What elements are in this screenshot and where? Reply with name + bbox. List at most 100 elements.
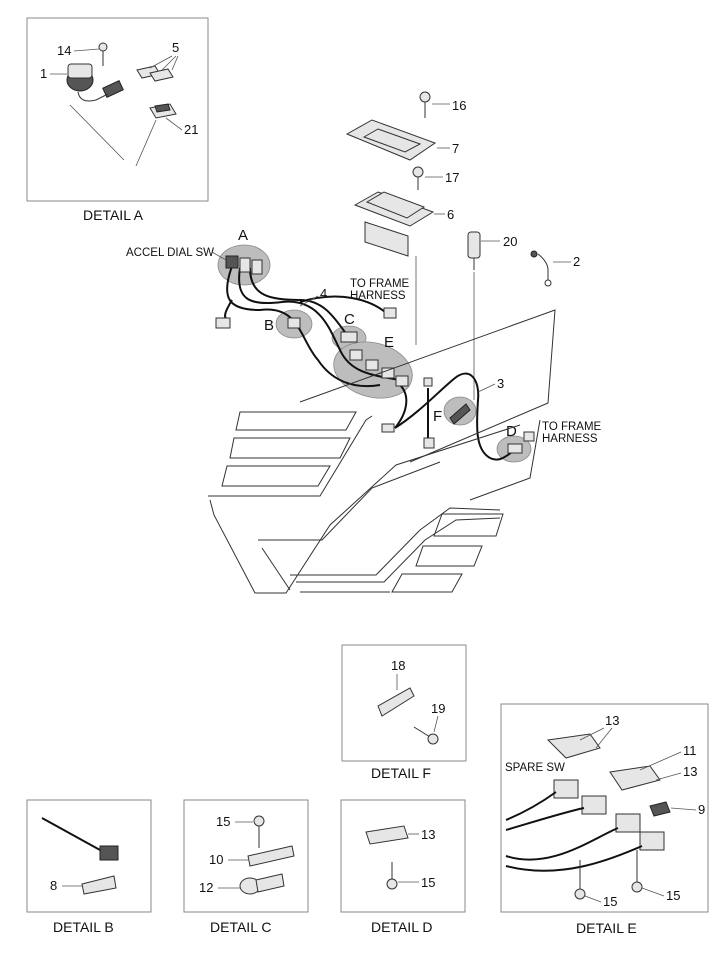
connector-branch-end bbox=[423, 437, 435, 449]
housing-6-side bbox=[364, 221, 409, 257]
console-stripe bbox=[391, 573, 463, 593]
bracket-8 bbox=[81, 875, 117, 895]
spare-switch bbox=[553, 779, 579, 799]
leader-a bbox=[135, 119, 157, 167]
connector-e bbox=[395, 375, 409, 387]
callout-21: 21 bbox=[184, 122, 198, 137]
callout-19: 19 bbox=[431, 701, 445, 716]
callout-12: 12 bbox=[199, 880, 213, 895]
callout-17: 17 bbox=[445, 170, 459, 185]
detail-f-frame bbox=[341, 644, 467, 762]
connector-a bbox=[225, 255, 239, 269]
detail-b: 8 DETAIL B bbox=[26, 799, 152, 935]
callout-line bbox=[161, 55, 177, 71]
callout-2: 2 bbox=[573, 254, 580, 269]
callout-14: 14 bbox=[57, 43, 71, 58]
callout-10: 10 bbox=[209, 852, 223, 867]
harness-wire bbox=[238, 267, 401, 381]
plate-7 bbox=[345, 119, 437, 161]
to-frame-harness-label: TO FRAME bbox=[350, 278, 410, 290]
callout-line bbox=[477, 383, 496, 393]
wire-e bbox=[505, 807, 585, 831]
callout-line bbox=[433, 715, 439, 733]
detail-c: 15 10 12 DETAIL C bbox=[183, 799, 309, 935]
detail-b-title: DETAIL B bbox=[53, 919, 114, 935]
spare-sw-label: SPARE SW bbox=[505, 762, 565, 774]
wire-b bbox=[41, 817, 101, 851]
clip-f bbox=[449, 403, 471, 425]
callout-line bbox=[595, 727, 613, 749]
callout-6: 6 bbox=[447, 207, 454, 222]
ground-ring bbox=[544, 279, 552, 287]
connector-e bbox=[349, 349, 363, 361]
callout-11: 11 bbox=[683, 743, 697, 758]
callout-1: 1 bbox=[40, 66, 47, 81]
callout-line bbox=[639, 751, 682, 771]
connector-branch bbox=[423, 377, 433, 387]
connector-frame-2 bbox=[523, 431, 535, 442]
console-contour bbox=[258, 461, 441, 541]
ground-wire-2 bbox=[537, 253, 549, 280]
bolt-15-e-head bbox=[631, 881, 643, 893]
wire-e bbox=[505, 791, 557, 821]
marker-c: C bbox=[344, 311, 355, 328]
to-frame-harness-label-2: TO FRAME bbox=[542, 421, 602, 433]
harness-wire bbox=[394, 372, 513, 461]
console-contour bbox=[296, 517, 501, 583]
callout-20: 20 bbox=[503, 234, 517, 249]
console-top-panel bbox=[299, 309, 556, 463]
label-leader bbox=[211, 251, 227, 261]
clamp-d bbox=[507, 443, 523, 454]
harness-wire bbox=[249, 267, 353, 341]
callout-13-e: 13 bbox=[605, 713, 619, 728]
callout-line bbox=[670, 807, 697, 811]
detail-c-title: DETAIL C bbox=[210, 919, 271, 935]
connector-end bbox=[381, 423, 395, 433]
callout-13: 13 bbox=[421, 827, 435, 842]
leader-a bbox=[69, 104, 125, 161]
plate-7-opening bbox=[362, 128, 422, 153]
accel-dial-sw-label: ACCEL DIAL SW bbox=[126, 247, 214, 259]
marker-a: A bbox=[238, 227, 248, 244]
switch-21-top bbox=[154, 103, 171, 113]
callout-15-e1: 15 bbox=[603, 894, 617, 909]
bolt-15-head bbox=[253, 815, 265, 827]
to-frame-harness-label: HARNESS bbox=[350, 290, 406, 302]
wire-a bbox=[77, 91, 109, 102]
callout-18: 18 bbox=[391, 658, 405, 673]
bolt-15-e-head bbox=[574, 888, 586, 900]
clamp-12-tab bbox=[255, 873, 285, 893]
bolt-17-head bbox=[412, 166, 424, 178]
spare-switch bbox=[615, 813, 641, 833]
wire-e bbox=[505, 827, 619, 861]
bracket-13 bbox=[365, 825, 409, 845]
bracket-13 bbox=[546, 733, 601, 759]
connector-e bbox=[381, 367, 395, 379]
bracket-11 bbox=[609, 765, 661, 791]
detail-e: SPARE SW 13 11 13 9 15 15 DETAIL E bbox=[500, 703, 709, 936]
callout-9: 9 bbox=[698, 802, 705, 817]
harness-wire bbox=[224, 299, 233, 321]
callout-16: 16 bbox=[452, 98, 466, 113]
connector-frame bbox=[383, 307, 397, 319]
label-plate bbox=[149, 68, 174, 82]
callout-line bbox=[641, 887, 665, 897]
callout-4: 4 bbox=[320, 286, 327, 301]
bolt-16-head bbox=[419, 91, 431, 103]
console-contour bbox=[290, 507, 501, 576]
marker-f: F bbox=[433, 408, 442, 425]
housing-6-opening bbox=[365, 191, 426, 219]
console-stripe bbox=[229, 437, 351, 459]
bolt-14-head bbox=[98, 42, 108, 52]
detail-f-title: DETAIL F bbox=[371, 765, 431, 781]
console-contour bbox=[208, 415, 373, 497]
detail-e-title: DETAIL E bbox=[576, 920, 637, 936]
bolt-15-d-head bbox=[386, 878, 398, 890]
bracket-10 bbox=[247, 845, 295, 867]
clamp-c bbox=[340, 331, 358, 343]
dial-switch-cap bbox=[67, 63, 93, 79]
connector-a2 bbox=[239, 257, 251, 273]
callout-line bbox=[579, 727, 605, 741]
marker-d: D bbox=[506, 423, 517, 440]
